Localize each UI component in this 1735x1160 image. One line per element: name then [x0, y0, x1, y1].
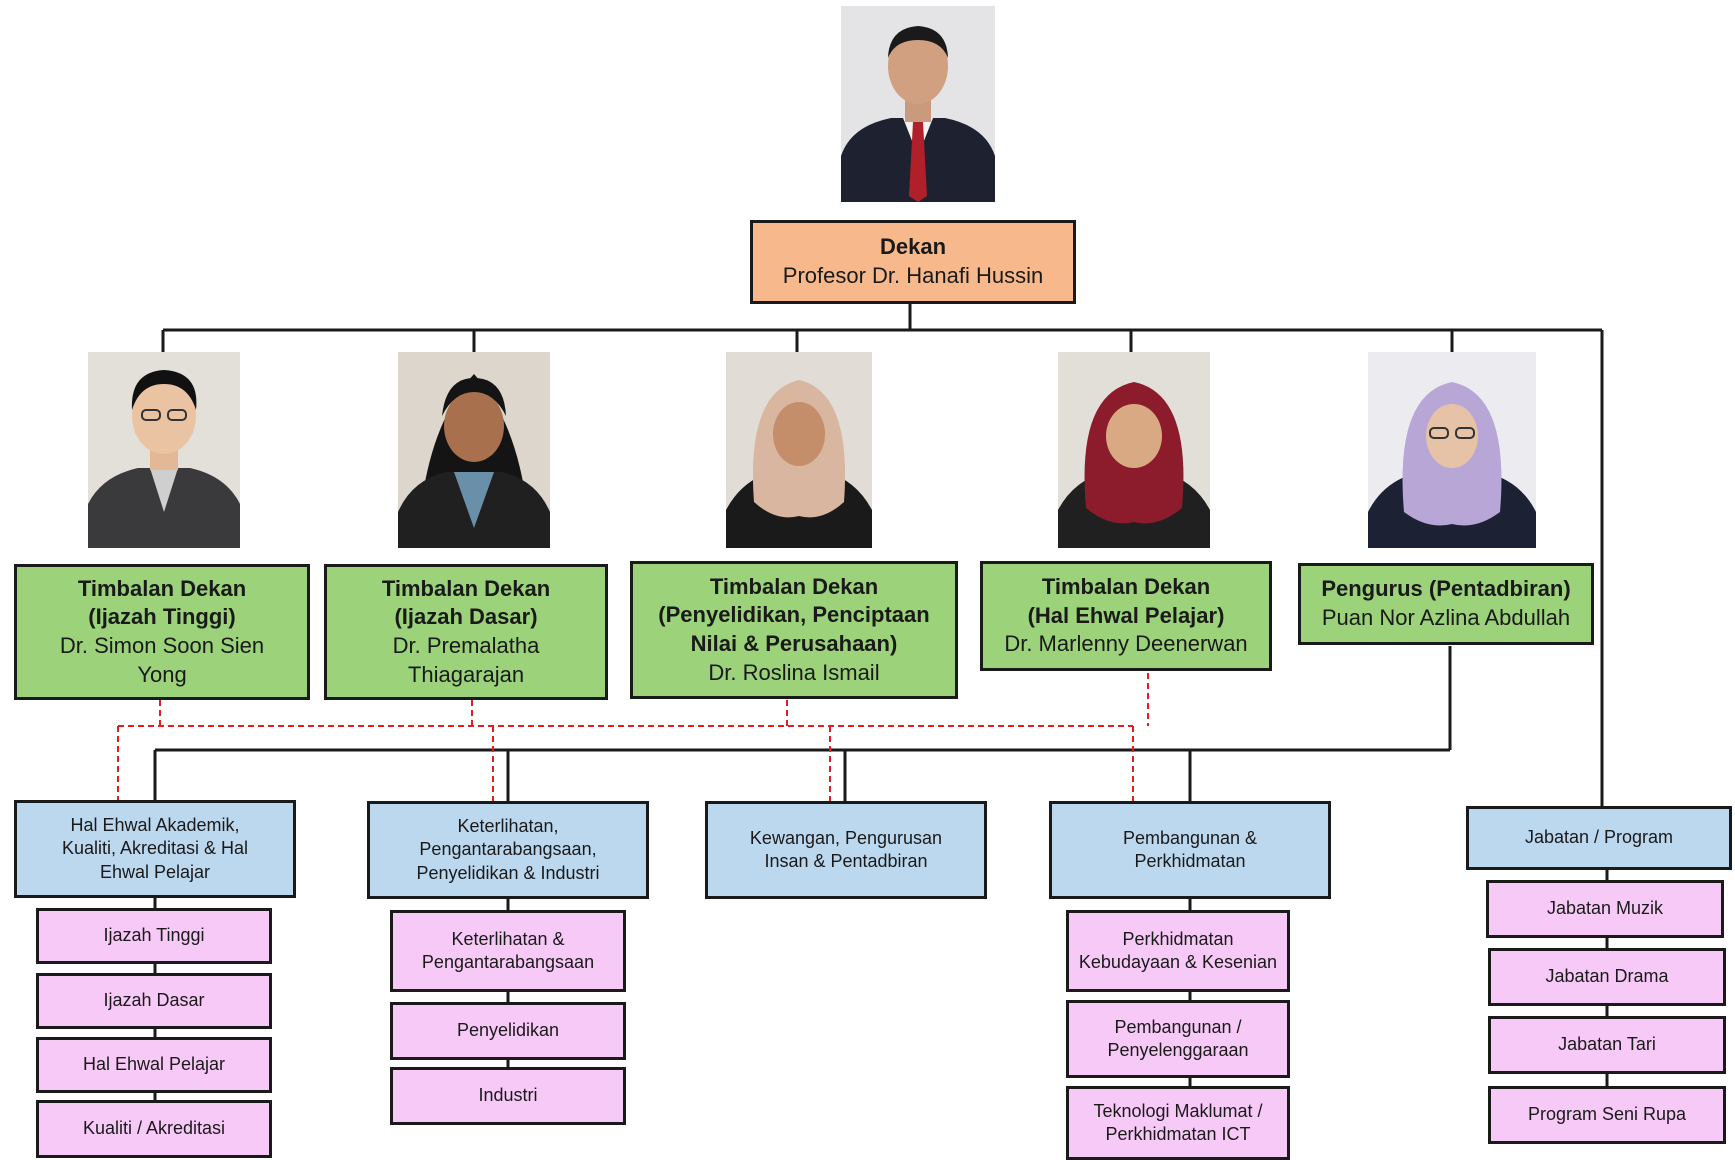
deputy-name: Dr. Simon Soon Sien [59, 633, 265, 658]
deputy-box: Timbalan Dekan (Hal Ehwal Pelajar) Dr. M… [980, 561, 1272, 671]
unit-box: Hal Ehwal Akademik, Kualiti, Akreditasi … [14, 800, 296, 898]
subunit-box: Ijazah Tinggi [36, 908, 272, 964]
manager-box: Pengurus (Pentadbiran) Puan Nor Azlina A… [1298, 563, 1594, 645]
dean-box: Dekan Profesor Dr. Hanafi Hussin [750, 220, 1076, 304]
deputy-name: Yong [137, 661, 187, 687]
subunit-label: Hal Ehwal Pelajar [82, 1054, 226, 1075]
dean-title: Dekan [879, 234, 947, 260]
deputy-box: Timbalan Dekan (Ijazah Tinggi) Dr. Simon… [14, 564, 310, 700]
subunit-label: Penyelenggaraan [1107, 1040, 1249, 1060]
subunit-label: Industri [478, 1085, 538, 1106]
unit-label: Penyelidikan & Industri [416, 862, 600, 883]
deputy-title: Timbalan Dekan [381, 575, 551, 601]
unit-box: Keterlihatan, Pengantarabangsaan, Penyel… [367, 801, 649, 899]
manager-title: Pengurus (Pentadbiran) [1321, 576, 1571, 602]
subunit-label: Ijazah Tinggi [103, 925, 205, 946]
subunit-box: Jabatan Tari [1488, 1016, 1726, 1074]
unit-label: Perkhidmatan [1134, 851, 1246, 871]
dean-portrait [841, 6, 995, 202]
unit-label: Pembangunan & [1122, 827, 1258, 848]
unit-label: Pengantarabangsaan, [419, 839, 597, 860]
deputy-box: Timbalan Dekan (Ijazah Dasar) Dr. Premal… [324, 564, 608, 700]
unit-label: Jabatan / Program [1524, 827, 1674, 848]
subunit-box: Industri [390, 1067, 626, 1125]
unit-label: Kualiti, Akreditasi & Hal [61, 838, 249, 859]
deputy-title: (Hal Ehwal Pelajar) [1027, 602, 1225, 628]
deputy-name: Dr. Roslina Ismail [708, 659, 880, 685]
subunit-box: Keterlihatan & Pengantarabangsaan [390, 910, 626, 992]
subunit-label: Perkhidmatan [1122, 928, 1234, 949]
deputy-box: Timbalan Dekan (Penyelidikan, Penciptaan… [630, 561, 958, 699]
deputy-name: Dr. Premalatha [392, 633, 540, 658]
manager-portrait [1368, 352, 1536, 548]
deputy-title: Timbalan Dekan [77, 575, 247, 601]
deputy-name: Thiagarajan [407, 661, 525, 687]
subunit-box: Ijazah Dasar [36, 973, 272, 1029]
manager-name: Puan Nor Azlina Abdullah [1321, 605, 1571, 630]
unit-label: Ehwal Pelajar [99, 861, 211, 882]
subunit-label: Program Seni Rupa [1527, 1104, 1687, 1125]
subunit-box: Penyelidikan [390, 1002, 626, 1060]
deputy-title: (Ijazah Tinggi) [88, 604, 236, 630]
deputy-title: (Penyelidikan, Penciptaan [658, 602, 930, 628]
deputy-portrait [726, 352, 872, 548]
subunit-label: Jabatan Drama [1545, 966, 1669, 987]
subunit-box: Jabatan Muzik [1486, 880, 1724, 938]
deputy-portrait [398, 352, 550, 548]
deputy-title: (Ijazah Dasar) [394, 604, 538, 630]
subunit-label: Ijazah Dasar [103, 990, 205, 1011]
subunit-label: Teknologi Maklumat / [1093, 1100, 1263, 1121]
subunit-box: Kualiti / Akreditasi [36, 1100, 272, 1158]
subunit-label: Perkhidmatan ICT [1105, 1124, 1251, 1144]
deputy-portrait [88, 352, 240, 548]
unit-label: Keterlihatan, [457, 815, 559, 836]
subunit-label: Kualiti / Akreditasi [82, 1118, 226, 1139]
unit-label: Kewangan, Pengurusan [749, 827, 943, 848]
subunit-box: Program Seni Rupa [1488, 1086, 1726, 1144]
dean-name: Profesor Dr. Hanafi Hussin [782, 263, 1044, 288]
deputy-name: Dr. Marlenny Deenerwan [1004, 631, 1248, 657]
unit-box: Kewangan, Pengurusan Insan & Pentadbiran [705, 801, 987, 899]
deputy-title: Timbalan Dekan [709, 573, 879, 599]
subunit-box: Teknologi Maklumat / Perkhidmatan ICT [1066, 1086, 1290, 1160]
subunit-box: Perkhidmatan Kebudayaan & Kesenian [1066, 910, 1290, 992]
unit-box: Pembangunan & Perkhidmatan [1049, 801, 1331, 899]
unit-box: Jabatan / Program [1466, 806, 1732, 870]
deputy-title: Timbalan Dekan [1041, 574, 1211, 600]
unit-label: Hal Ehwal Akademik, [70, 814, 240, 835]
unit-label: Insan & Pentadbiran [764, 851, 928, 871]
subunit-box: Hal Ehwal Pelajar [36, 1037, 272, 1093]
deputy-title: Nilai & Perusahaan) [690, 631, 898, 656]
subunit-label: Jabatan Muzik [1546, 898, 1664, 919]
subunit-label: Kebudayaan & Kesenian [1078, 952, 1278, 972]
subunit-label: Pengantarabangsaan [421, 952, 595, 972]
subunit-label: Jabatan Tari [1558, 1034, 1656, 1055]
subunit-label: Pembangunan / [1114, 1016, 1242, 1037]
subunit-label: Keterlihatan & [451, 928, 565, 949]
subunit-box: Pembangunan / Penyelenggaraan [1066, 1000, 1290, 1078]
subunit-label: Penyelidikan [456, 1020, 560, 1041]
subunit-box: Jabatan Drama [1488, 948, 1726, 1006]
deputy-portrait [1058, 352, 1210, 548]
